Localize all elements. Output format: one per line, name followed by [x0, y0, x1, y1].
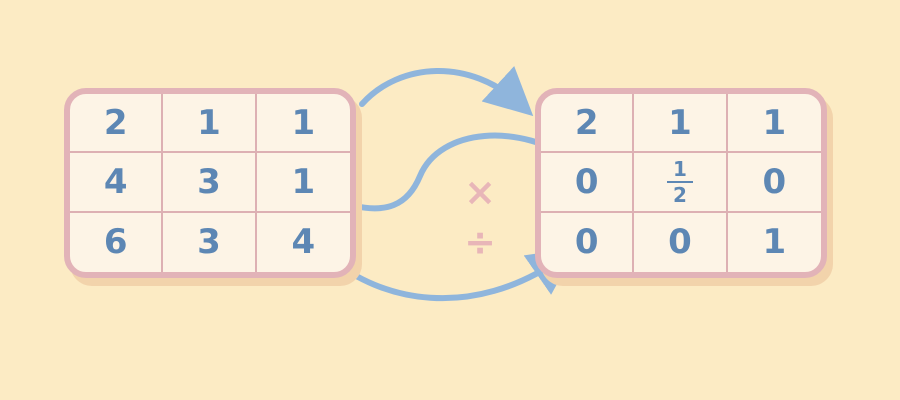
- matrix-cell: 1: [256, 153, 350, 213]
- matrix-cell: 0: [541, 153, 635, 213]
- matrix-cell: 0: [727, 153, 821, 213]
- matrix-cell: 2: [541, 94, 635, 154]
- matrix-cell: 4: [291, 222, 316, 263]
- matrix-cell: 1: [762, 222, 787, 263]
- matrix-cell: 1: [256, 94, 350, 154]
- arrow-top: [359, 66, 534, 117]
- matrix-cell: 0: [634, 212, 728, 272]
- matrix-cell: 3: [163, 212, 257, 272]
- matrix-cell: 2: [70, 94, 164, 154]
- divide-symbol: ÷: [464, 220, 496, 264]
- arrow-bottom: [327, 247, 577, 302]
- matrix-cell: 1: [634, 94, 728, 154]
- matrix-cell: 6: [70, 212, 164, 272]
- fraction-denominator: 2: [673, 182, 687, 207]
- matrix-cell: 1: [727, 94, 821, 154]
- matrix-cell: 0: [541, 212, 635, 272]
- matrix-cell: 4: [70, 153, 164, 213]
- fraction-numerator: 1: [673, 156, 687, 181]
- matrix-cell: 3: [163, 153, 257, 213]
- arrow-middle: [327, 125, 591, 212]
- multiply-symbol: ×: [464, 170, 496, 214]
- fraction-bar: [666, 180, 693, 183]
- matrix-cell: 1: [163, 94, 257, 154]
